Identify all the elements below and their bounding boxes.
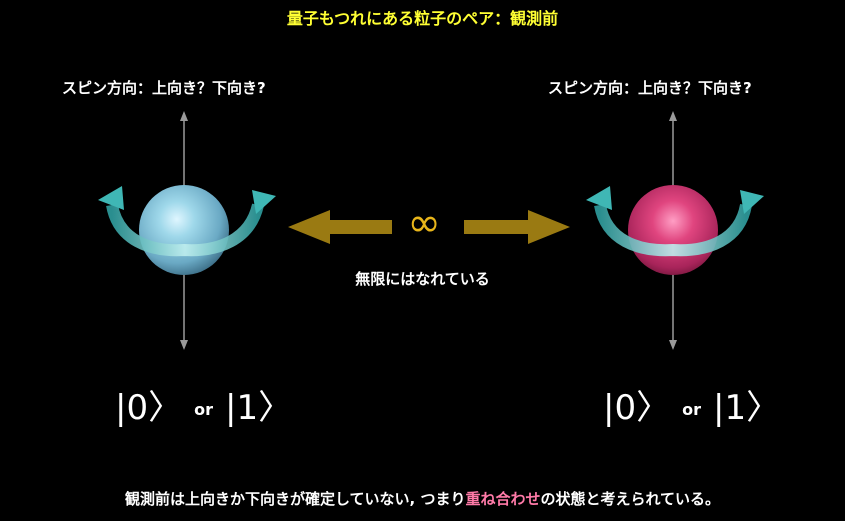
- left-spin-label: スピン方向：上向き？下向き?: [62, 79, 266, 97]
- left-state-zero: |0〉: [115, 388, 183, 428]
- right-particle: [628, 185, 718, 275]
- right-state-one: |1〉: [712, 388, 781, 428]
- left-distance-arrow: [288, 210, 392, 244]
- right-spin-label: スピン方向：上向き？下向き?: [548, 79, 752, 97]
- right-state-or: or: [682, 400, 701, 419]
- infinity-symbol: ∞: [407, 200, 441, 246]
- right-state-options: |0〉 or |1〉: [603, 380, 780, 429]
- superposition-caption: 観測前は上向きか下向きが確定していない, つまり重ね合わせの状態と考えられている…: [0, 488, 845, 509]
- caption-highlight: 重ね合わせ: [465, 490, 541, 508]
- left-swirl-arrow: [98, 186, 276, 257]
- left-particle: [139, 185, 229, 275]
- left-state-options: |0〉 or |1〉: [115, 380, 292, 429]
- caption-after: の状態と考えられている。: [540, 490, 721, 508]
- distance-label: 無限にはなれている: [355, 270, 490, 288]
- caption-before: 観測前は上向きか下向きが確定していない, つまり: [124, 490, 466, 508]
- left-state-or: or: [194, 400, 213, 419]
- left-state-one: |1〉: [224, 388, 293, 428]
- right-state-zero: |0〉: [603, 388, 671, 428]
- right-swirl-arrow: [586, 186, 764, 257]
- right-distance-arrow: [464, 210, 570, 244]
- diagram-title: 量子もつれにある粒子のペア：観測前: [286, 9, 559, 28]
